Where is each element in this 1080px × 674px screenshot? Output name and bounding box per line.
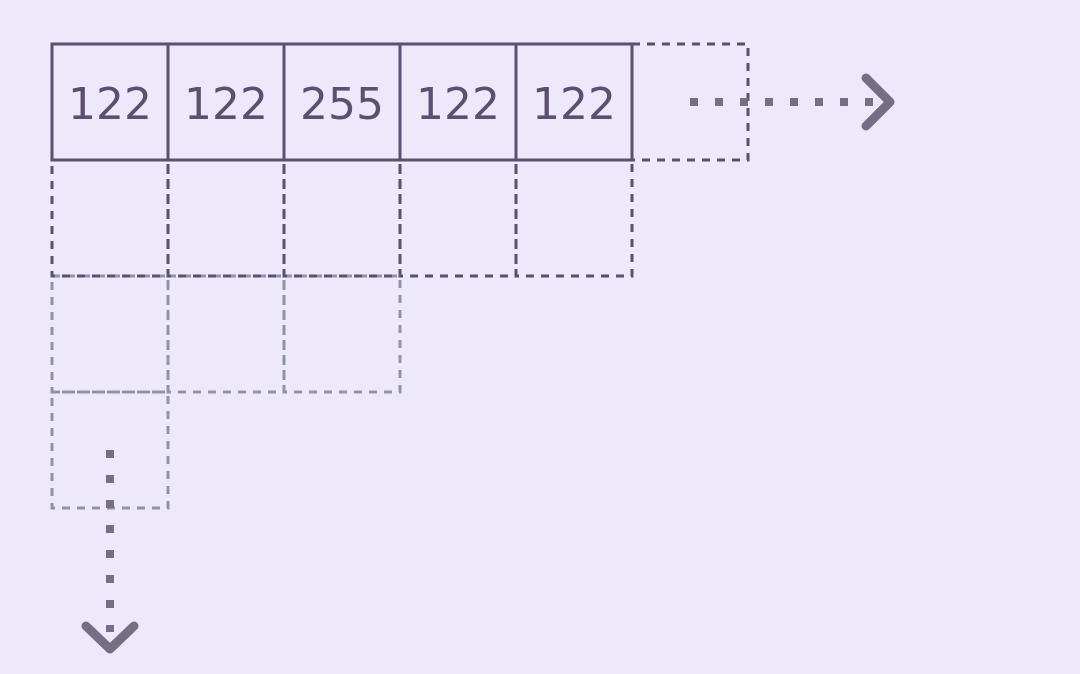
- empty-cell: [282, 158, 402, 278]
- row-2-cells: [50, 158, 634, 278]
- value-cell: [50, 42, 170, 162]
- row-1-values: 122 122 255 122 122: [68, 79, 616, 130]
- value-cell: [166, 42, 286, 162]
- empty-cell: [166, 274, 286, 394]
- empty-cell: [50, 158, 170, 278]
- empty-cell: [514, 158, 634, 278]
- arrow-down-icon: [81, 450, 139, 654]
- value-cell: [398, 42, 518, 162]
- row-3-cells: [50, 274, 402, 394]
- row-1-cells: [50, 42, 634, 162]
- cell-value: 122: [532, 79, 616, 130]
- empty-cell: [166, 158, 286, 278]
- cell-value: 122: [184, 79, 268, 130]
- cell-value: 255: [300, 79, 384, 130]
- empty-cell: [282, 274, 402, 394]
- cell-value: 122: [68, 79, 152, 130]
- value-cell: [514, 42, 634, 162]
- empty-cell: [50, 274, 170, 394]
- empty-cell: [398, 158, 518, 278]
- arrow-right-icon: [690, 73, 895, 131]
- cell-value: 122: [416, 79, 500, 130]
